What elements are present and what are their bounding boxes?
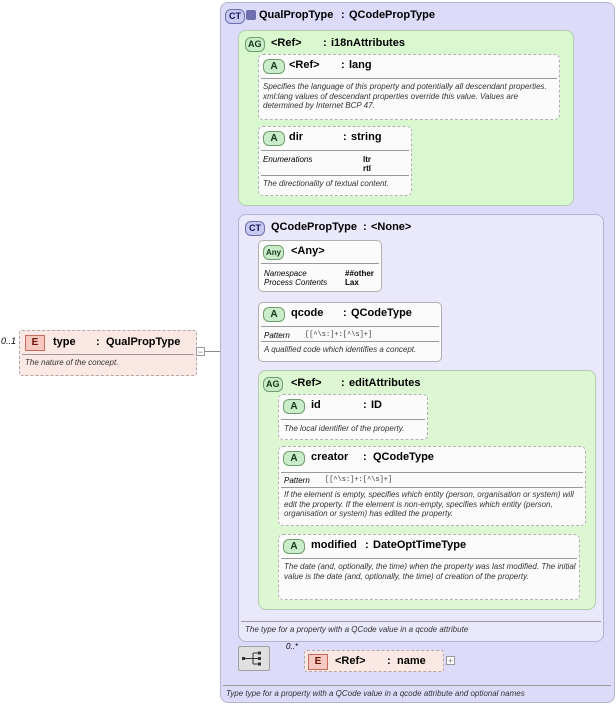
pattern-value: [[^\s:]+:[^\s]+] [325,476,393,484]
attribute-type: DateOptTimeType [373,539,467,551]
attribute-dir[interactable]: A dir : string Enumerations ltr rtl The … [258,126,412,196]
attribute-modified[interactable]: A modified : DateOptTimeType The date (a… [278,534,580,600]
element-name: name [397,655,426,667]
attribute-description: The local identifier of the property. [284,424,405,433]
element-name: type [53,336,76,348]
attribute-group-badge: AG [245,37,265,52]
process-contents-value: Lax [345,278,359,287]
complex-type-base: QCodePropType [349,9,435,21]
element-description: The nature of the concept. [25,358,119,367]
element-type: QualPropType [106,336,181,348]
attribute-badge: A [263,59,285,74]
attribute-description: If the element is empty, specifies which… [284,490,574,518]
complex-type-description: Type type for a property with a QCode va… [226,689,525,698]
attribute-name: creator [311,451,349,463]
attribute-description: A qualified code which identifies a conc… [264,345,417,354]
attribute-group-badge: AG [263,377,283,392]
attribute-group-ref: <Ref> [291,377,322,389]
attribute-type: ID [371,399,382,411]
sequence-icon [242,651,261,666]
attribute-badge: A [263,131,285,146]
attribute-description: The date (and, optionally, the time) whe… [284,562,576,581]
attribute-sep: : [363,451,367,463]
expand-toggle[interactable]: + [446,656,455,666]
collapse-toggle[interactable]: − [196,347,205,357]
attribute-description: Specifies the language of this property … [263,82,547,110]
attribute-type: QCodeType [351,307,412,319]
attribute-name: id [311,399,321,411]
attribute-group-sep: : [341,377,345,389]
attribute-sep: : [365,539,369,551]
pattern-label: Pattern [284,476,310,485]
complex-type-sep: : [363,221,367,233]
element-sep: : [96,336,100,348]
attribute-lang[interactable]: A <Ref> : lang Specifies the language of… [258,54,560,120]
any-name: <Any> [291,245,325,257]
element-ref: <Ref> [335,655,366,667]
sequence-compositor[interactable] [238,646,270,671]
complex-type-base: <None> [371,221,412,233]
attribute-badge: A [283,451,305,466]
element-badge: E [25,335,45,351]
attribute-badge: A [283,399,305,414]
enumeration-value: rtl [363,164,371,173]
attribute-sep: : [343,307,347,319]
attribute-badge: A [283,539,305,554]
root-occurs: 0..1 [1,336,17,346]
attribute-name: <Ref> [289,59,320,71]
element-badge: E [308,654,328,670]
attribute-creator[interactable]: A creator : QCodeType Pattern [[^\s:]+:[… [278,446,586,526]
attribute-description: The directionality of textual content. [263,179,389,188]
element-name-ref[interactable]: E <Ref> : name [304,650,444,672]
enumeration-value: ltr [363,155,371,164]
attribute-sep: : [363,399,367,411]
attribute-id[interactable]: A id : ID The local identifier of the pr… [278,394,428,440]
complex-type-name: QualPropType [259,9,334,21]
attribute-name: dir [289,131,304,143]
complex-type-sep: : [341,9,345,21]
attribute-badge: A [263,307,285,322]
process-contents-label: Process Contents [264,278,328,287]
enumerations-label: Enumerations [263,155,313,164]
pattern-value: [[^\s:]+:[^\s]+] [305,331,373,339]
any-badge: Any [263,245,285,260]
attribute-group-sep: : [323,37,327,49]
name-occurs: 0..* [286,642,299,651]
attribute-group-name: i18nAttributes [331,37,405,49]
complex-type-description: The type for a property with a QCode val… [245,625,469,634]
complex-type-name: QCodePropType [271,221,357,233]
attribute-name: modified [311,539,357,551]
connector [210,351,228,352]
complex-type-badge: CT [225,9,245,24]
root-element-type[interactable]: E type : QualPropType The nature of the … [19,330,197,376]
any-wildcard[interactable]: Any <Any> Namespace ##other Process Cont… [258,240,382,292]
namespace-label: Namespace [264,269,307,278]
extension-icon [246,10,256,20]
attribute-group-ref: <Ref> [271,37,302,49]
attribute-group-name: editAttributes [349,377,421,389]
complex-type-badge: CT [245,221,265,236]
attribute-type: lang [349,59,372,71]
attribute-sep: : [341,59,345,71]
attribute-qcode[interactable]: A qcode : QCodeType Pattern [[^\s:]+:[^\… [258,302,442,362]
namespace-value: ##other [345,269,374,278]
attribute-name: qcode [291,307,324,319]
element-sep: : [387,655,391,667]
attribute-type: string [351,131,382,143]
attribute-type: QCodeType [373,451,434,463]
attribute-sep: : [343,131,347,143]
pattern-label: Pattern [264,331,290,340]
